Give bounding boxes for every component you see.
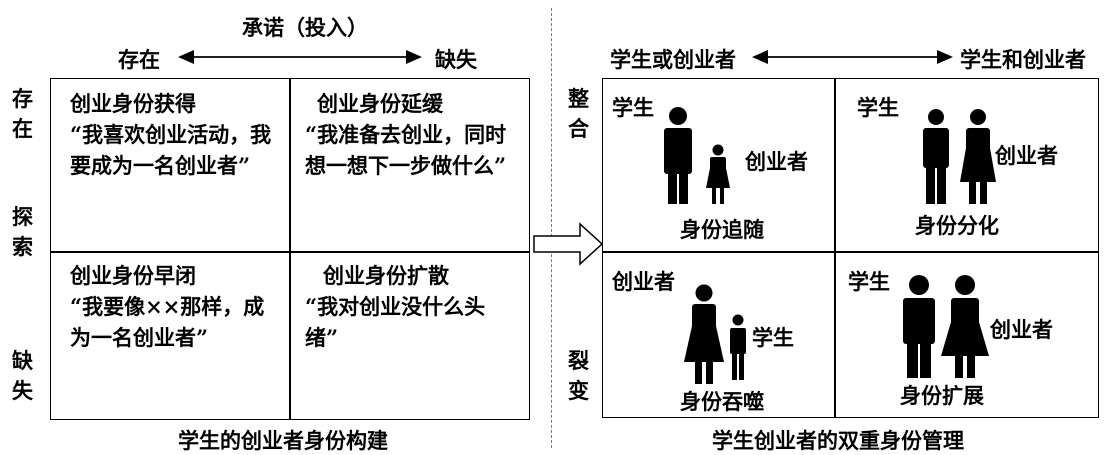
role-axis-left-label: 学生或创业者 — [610, 47, 736, 72]
exploration-axis-title: 探索 — [12, 204, 33, 259]
cell-differentiation-name: 身份分化 — [915, 213, 999, 238]
right-caption: 学生创业者的双重身份管理 — [712, 428, 964, 453]
cell-title: 创业身份延缓 — [317, 91, 443, 116]
commitment-axis-right-label: 缺失 — [435, 47, 477, 72]
cell-title: 创业身份早闭 — [70, 263, 196, 288]
cell-follow-name: 身份追随 — [680, 217, 764, 242]
exploration-present-label: 存在 — [12, 86, 33, 141]
cell-differentiation-label-a: 学生 — [857, 95, 899, 120]
cell-quote: “我喜欢创业活动，我要成为一名创业者” — [70, 122, 272, 178]
fission-label: 裂变 — [568, 348, 589, 403]
cell-title: 创业身份扩散 — [323, 263, 449, 288]
cell-title: 创业身份获得 — [70, 91, 196, 116]
cell-identity-moratorium: 创业身份延缓 “我准备去创业，同时想一想下一步做什么” — [305, 88, 515, 181]
large-woman-small-man-icon — [684, 284, 746, 384]
cell-follow-label-a: 学生 — [612, 95, 654, 120]
grid-divider-vertical — [289, 78, 291, 420]
cell-identity-diffusion: 创业身份扩散 “我对创业没什么头绪” — [305, 260, 515, 353]
panel-divider — [551, 8, 552, 448]
role-axis-right-label: 学生和创业者 — [960, 47, 1086, 72]
cell-expansion-label-b: 创业者 — [990, 317, 1053, 342]
left-caption: 学生的创业者身份构建 — [178, 428, 388, 453]
integration-label: 整合 — [568, 86, 589, 141]
dual-identity-grid — [602, 78, 1099, 418]
cell-quote: “我对创业没什么头绪” — [305, 294, 486, 350]
cell-engulf-label-a: 创业者 — [612, 269, 675, 294]
commitment-axis-left-label: 存在 — [118, 47, 160, 72]
cell-identity-achievement: 创业身份获得 “我喜欢创业活动，我要成为一名创业者” — [70, 88, 275, 181]
large-man-small-woman-icon — [664, 107, 730, 204]
commitment-axis-title: 承诺（投入） — [242, 15, 368, 40]
cell-engulf-label-b: 学生 — [752, 325, 794, 350]
cell-differentiation-label-b: 创业者 — [995, 143, 1058, 168]
cell-quote: “我准备去创业，同时想一想下一步做什么” — [305, 122, 507, 178]
cell-engulf-name: 身份吞噬 — [680, 389, 764, 414]
cell-expansion-label-a: 学生 — [848, 269, 890, 294]
large-man-and-woman-icon — [903, 275, 989, 378]
grid-divider-horizontal — [50, 251, 530, 253]
grid-divider-horizontal — [602, 251, 1099, 253]
cell-expansion-name: 身份扩展 — [900, 383, 984, 408]
exploration-absent-label: 缺失 — [12, 348, 33, 403]
cell-follow-label-b: 创业者 — [745, 149, 808, 174]
cell-quote: “我要像××那样，成为一名创业者” — [70, 294, 265, 350]
cell-identity-foreclosure: 创业身份早闭 “我要像××那样，成为一名创业者” — [70, 260, 282, 353]
grid-divider-vertical — [834, 78, 836, 418]
man-and-woman-equal-icon — [923, 109, 996, 204]
